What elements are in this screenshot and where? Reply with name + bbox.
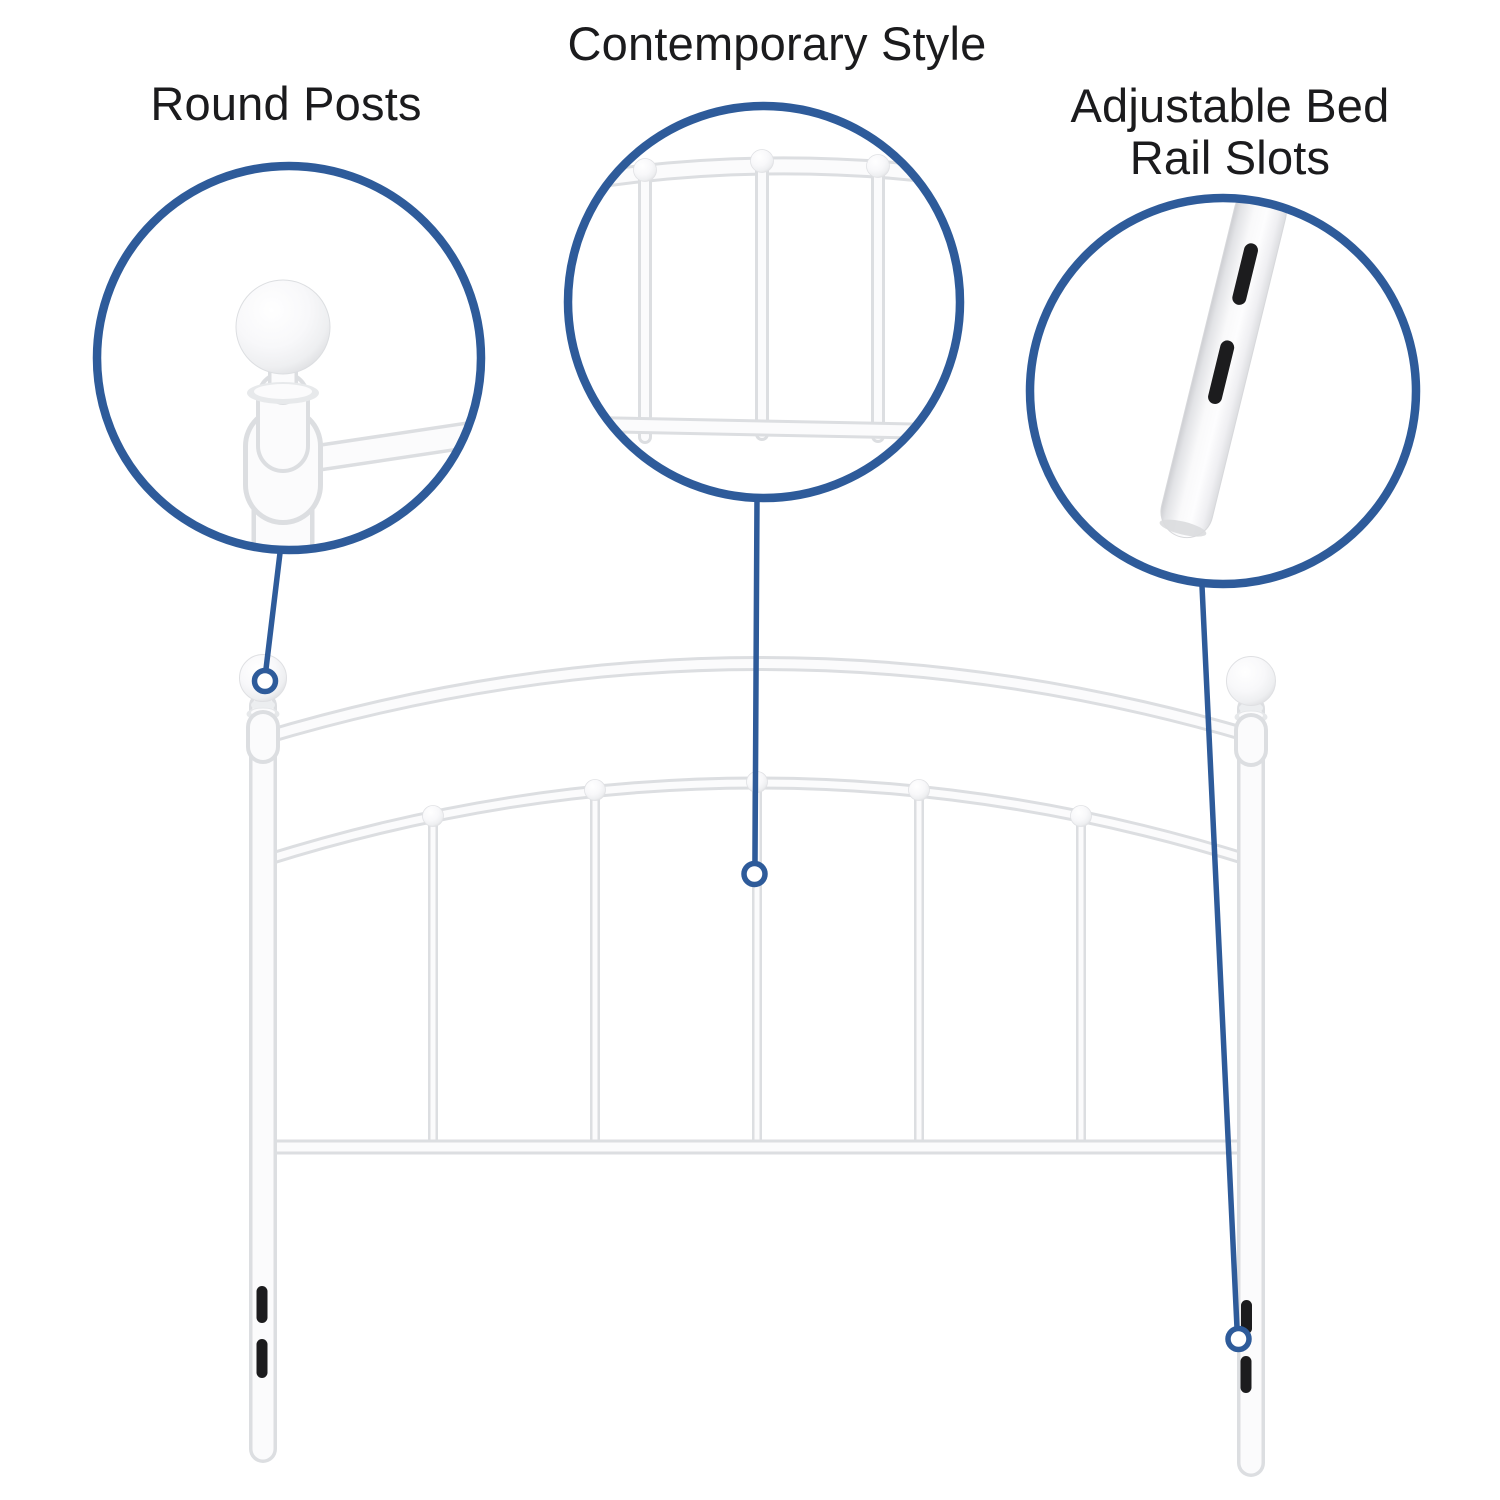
- round-posts-leader-line: [263, 550, 283, 672]
- contemporary-style-leader-line: [752, 495, 760, 865]
- right-leg-rail-slots: [1240, 1300, 1252, 1393]
- adjustable-rail-slots-lens-ring: [1025, 193, 1421, 589]
- left-leg-rail-slots: [256, 1286, 268, 1378]
- rail-slots-leader-line: [1199, 583, 1240, 1331]
- round-posts-point-marker: [251, 667, 279, 695]
- round-posts-label: Round Posts: [150, 77, 422, 130]
- contemporary-style-label: Contemporary Style: [567, 17, 987, 70]
- round-posts-lens-ring: [92, 161, 486, 555]
- bed-rail-slot-upper: [1232, 243, 1258, 305]
- contemporary-style-point-marker: [741, 860, 768, 888]
- callout-leader-lines: [251, 495, 1252, 1353]
- rail-slots-detail: [1159, 198, 1287, 539]
- right-finial-ball: [1226, 656, 1276, 706]
- round-post-detail: [235, 279, 481, 550]
- round-post-ball-finial: [235, 279, 331, 375]
- contemporary-style-lens: [563, 101, 965, 503]
- bed-rail-slot-lower: [1208, 340, 1235, 404]
- right-post-finial: [1226, 656, 1276, 767]
- round-posts-lens: [92, 161, 486, 555]
- contemporary-style-lens-ring: [563, 101, 965, 503]
- rail-slots-point-marker: [1225, 1325, 1252, 1353]
- adjustable-bed-rail-slots-label: Adjustable Bed Rail Slots: [1070, 79, 1390, 184]
- adjustable-rail-slots-lens: [1025, 193, 1421, 589]
